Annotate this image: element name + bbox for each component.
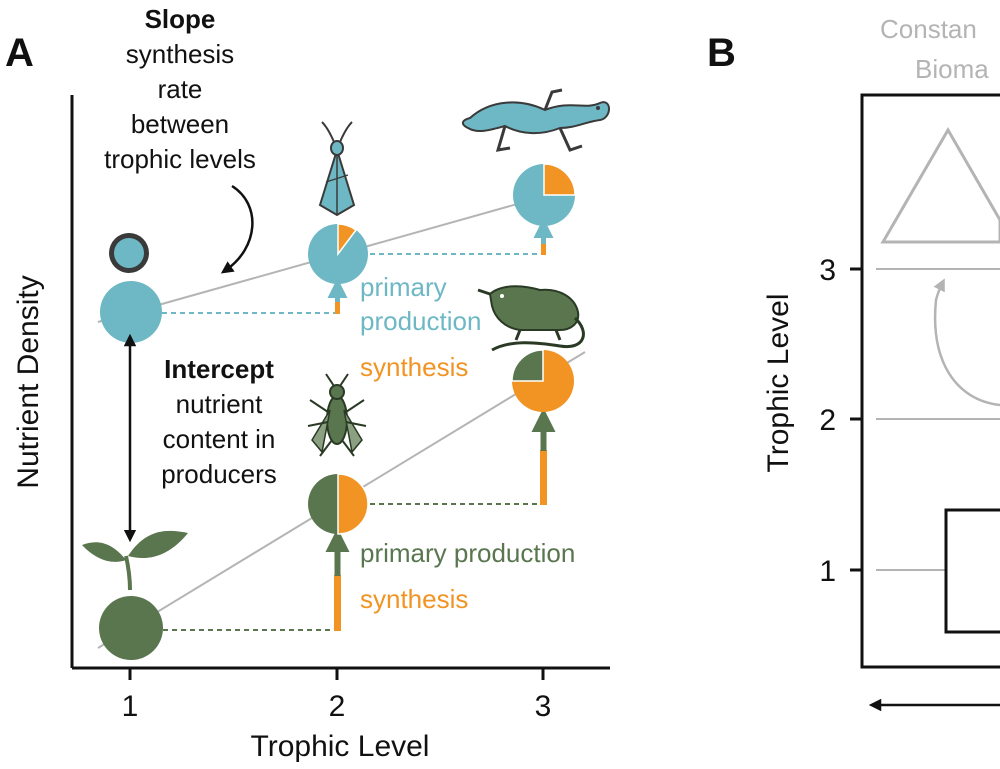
pollen-icon xyxy=(109,233,149,273)
seedling-icon xyxy=(82,530,188,591)
shrew-icon xyxy=(477,285,585,352)
x-tick-label-1: 1 xyxy=(122,690,139,723)
panel-b-header-line-1: Constan xyxy=(880,14,977,44)
slope-desc-line-2: rate xyxy=(158,74,203,104)
lower-pie-level-2 xyxy=(308,473,369,535)
upper-label-production: production xyxy=(360,306,481,336)
fly-icon xyxy=(307,373,367,457)
slope-desc-line-1: synthesis xyxy=(126,39,234,69)
y-tick-label-2: 2 xyxy=(819,404,836,437)
panel-a: A 1 2 3 Trophic Level Nutrient Density xyxy=(5,4,610,763)
panel-b-letter: B xyxy=(707,31,736,75)
upper-synthesis-bar-2 xyxy=(335,301,340,314)
curved-gray-arrow xyxy=(933,278,1000,407)
triangle-shape xyxy=(880,127,1000,244)
x-tick-label-2: 2 xyxy=(329,690,346,723)
upper-label-synthesis: synthesis xyxy=(360,352,468,382)
lower-pie-level-3 xyxy=(511,349,574,412)
panel-b: B Constan Bioma 3 2 1 Trophic Level xyxy=(707,14,1000,712)
slope-pointer-arrow xyxy=(220,184,254,274)
lower-label-synthesis: synthesis xyxy=(360,584,468,614)
panel-b-frame xyxy=(860,93,1000,669)
panel-a-letter: A xyxy=(5,31,34,75)
slope-title: Slope xyxy=(145,4,216,34)
upper-label-primary: primary xyxy=(360,272,447,302)
intercept-desc-line-2: content in xyxy=(163,424,276,454)
lower-producer-circle xyxy=(99,596,163,660)
y-tick-label-1: 1 xyxy=(819,555,836,588)
lower-label-primary-production: primary production xyxy=(360,538,575,568)
moth-icon xyxy=(318,121,356,217)
x-axis-title: Trophic Level xyxy=(251,730,430,763)
panel-b-y-axis-title: Trophic Level xyxy=(762,294,795,473)
intercept-title: Intercept xyxy=(164,354,274,384)
upper-producer-circle xyxy=(100,281,162,343)
x-tick-label-3: 3 xyxy=(535,690,552,723)
upper-pie-level-2 xyxy=(308,223,368,284)
slope-desc-line-4: trophic levels xyxy=(104,144,256,174)
intercept-desc-line-3: producers xyxy=(161,459,277,489)
lower-synthesis-bar-2 xyxy=(334,575,341,631)
upper-synthesis-bar-3 xyxy=(541,243,546,255)
lower-synthesis-bar-3 xyxy=(540,450,547,505)
salamander-icon xyxy=(462,88,610,152)
intercept-desc-line-1: nutrient xyxy=(176,389,263,419)
panel-b-header-line-2: Bioma xyxy=(915,54,989,84)
slope-desc-line-3: between xyxy=(131,109,229,139)
upper-pie-level-3 xyxy=(513,163,576,226)
y-axis-title: Nutrient Density xyxy=(12,275,45,488)
rectangle-shape xyxy=(944,508,1000,634)
y-tick-label-3: 3 xyxy=(819,254,836,287)
